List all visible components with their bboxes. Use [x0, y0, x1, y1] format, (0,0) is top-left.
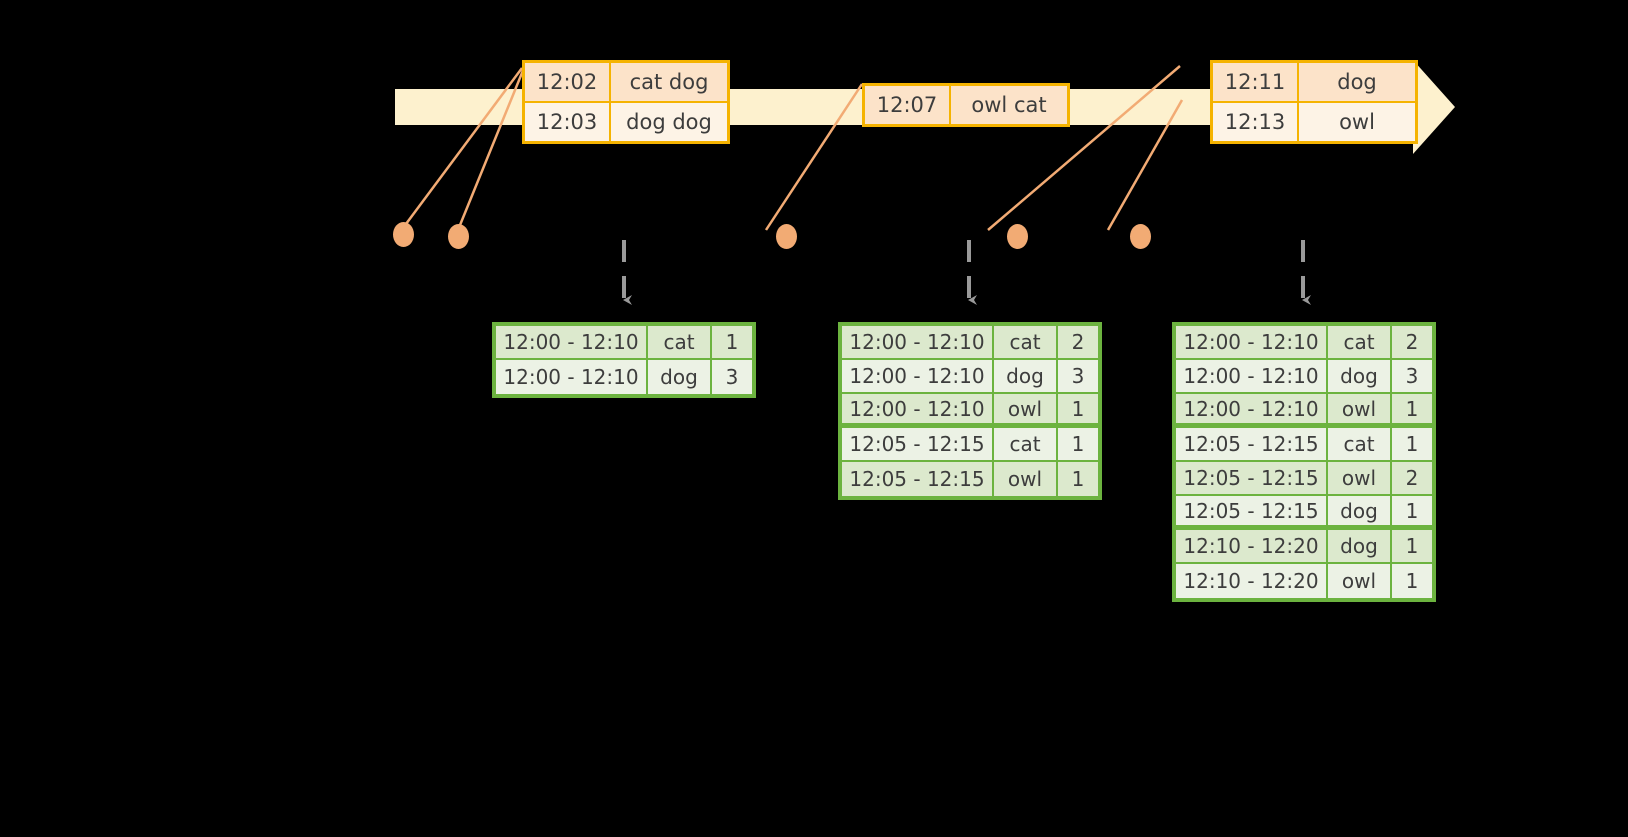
cell-key: dog — [1328, 530, 1392, 564]
cell-key: dog — [994, 360, 1058, 394]
cell-window: 12:00 - 12:10 — [1176, 360, 1328, 394]
event-row: 12:13 owl — [1213, 101, 1415, 141]
cell-count: 2 — [1392, 326, 1432, 360]
cell-window: 12:00 - 12:10 — [496, 360, 648, 394]
cell-window: 12:00 - 12:10 — [842, 394, 994, 428]
event-time: 12:03 — [525, 103, 611, 141]
event-value: owl cat — [951, 86, 1067, 124]
cell-key: cat — [994, 326, 1058, 360]
cell-count: 1 — [1058, 462, 1098, 496]
cell-count: 3 — [712, 360, 752, 394]
cell-key: dog — [648, 360, 712, 394]
cell-count: 1 — [1392, 530, 1432, 564]
event-group-3[interactable]: 12:11 dog 12:13 owl — [1210, 60, 1418, 144]
cell-window: 12:05 - 12:15 — [842, 462, 994, 496]
cell-window: 12:00 - 12:10 — [842, 360, 994, 394]
event-value: cat dog — [611, 63, 727, 101]
cell-count: 3 — [1392, 360, 1432, 394]
cell-window: 12:10 - 12:20 — [1176, 564, 1328, 598]
cell-key: cat — [1328, 428, 1392, 462]
cell-key: owl — [1328, 564, 1392, 598]
cell-key: owl — [994, 462, 1058, 496]
cell-window: 12:10 - 12:20 — [1176, 530, 1328, 564]
cell-window: 12:05 - 12:15 — [1176, 496, 1328, 530]
event-value: dog dog — [611, 103, 727, 141]
cell-window: 12:00 - 12:10 — [842, 326, 994, 360]
cell-window: 12:05 - 12:15 — [842, 428, 994, 462]
event-value: dog — [1299, 63, 1415, 101]
event-row: 12:03 dog dog — [525, 101, 727, 141]
event-dot-5[interactable] — [1130, 224, 1151, 249]
event-value: owl — [1299, 103, 1415, 141]
cell-count: 1 — [1392, 496, 1432, 530]
cell-key: owl — [994, 394, 1058, 428]
cell-window: 12:00 - 12:10 — [1176, 394, 1328, 428]
cell-key: owl — [1328, 394, 1392, 428]
event-time: 12:02 — [525, 63, 611, 101]
cell-key: cat — [1328, 326, 1392, 360]
cell-key: dog — [1328, 496, 1392, 530]
cell-count: 1 — [1392, 428, 1432, 462]
event-group-2[interactable]: 12:07 owl cat — [862, 83, 1070, 127]
cell-count: 1 — [1058, 428, 1098, 462]
event-row: 12:02 cat dog — [525, 63, 727, 101]
event-time: 12:13 — [1213, 103, 1299, 141]
event-dot-3[interactable] — [776, 224, 797, 249]
event-row: 12:07 owl cat — [865, 86, 1067, 124]
cell-count: 1 — [1392, 394, 1432, 428]
event-row: 12:11 dog — [1213, 63, 1415, 101]
event-dot-1[interactable] — [393, 222, 414, 247]
timeline-arrowhead-icon — [1413, 60, 1455, 154]
cell-key: owl — [1328, 462, 1392, 496]
event-group-1[interactable]: 12:02 cat dog 12:03 dog dog — [522, 60, 730, 144]
cell-count: 2 — [1058, 326, 1098, 360]
cell-window: 12:05 - 12:15 — [1176, 462, 1328, 496]
event-time: 12:11 — [1213, 63, 1299, 101]
cell-window: 12:00 - 12:10 — [496, 326, 648, 360]
cell-count: 3 — [1058, 360, 1098, 394]
cell-count: 2 — [1392, 462, 1432, 496]
cell-window: 12:00 - 12:10 — [1176, 326, 1328, 360]
cell-key: cat — [994, 428, 1058, 462]
event-dot-4[interactable] — [1007, 224, 1028, 249]
event-dot-2[interactable] — [448, 224, 469, 249]
cell-count: 1 — [1392, 564, 1432, 598]
cell-count: 1 — [712, 326, 752, 360]
cell-key: dog — [1328, 360, 1392, 394]
cell-count: 1 — [1058, 394, 1098, 428]
cell-key: cat — [648, 326, 712, 360]
cell-window: 12:05 - 12:15 — [1176, 428, 1328, 462]
event-time: 12:07 — [865, 86, 951, 124]
